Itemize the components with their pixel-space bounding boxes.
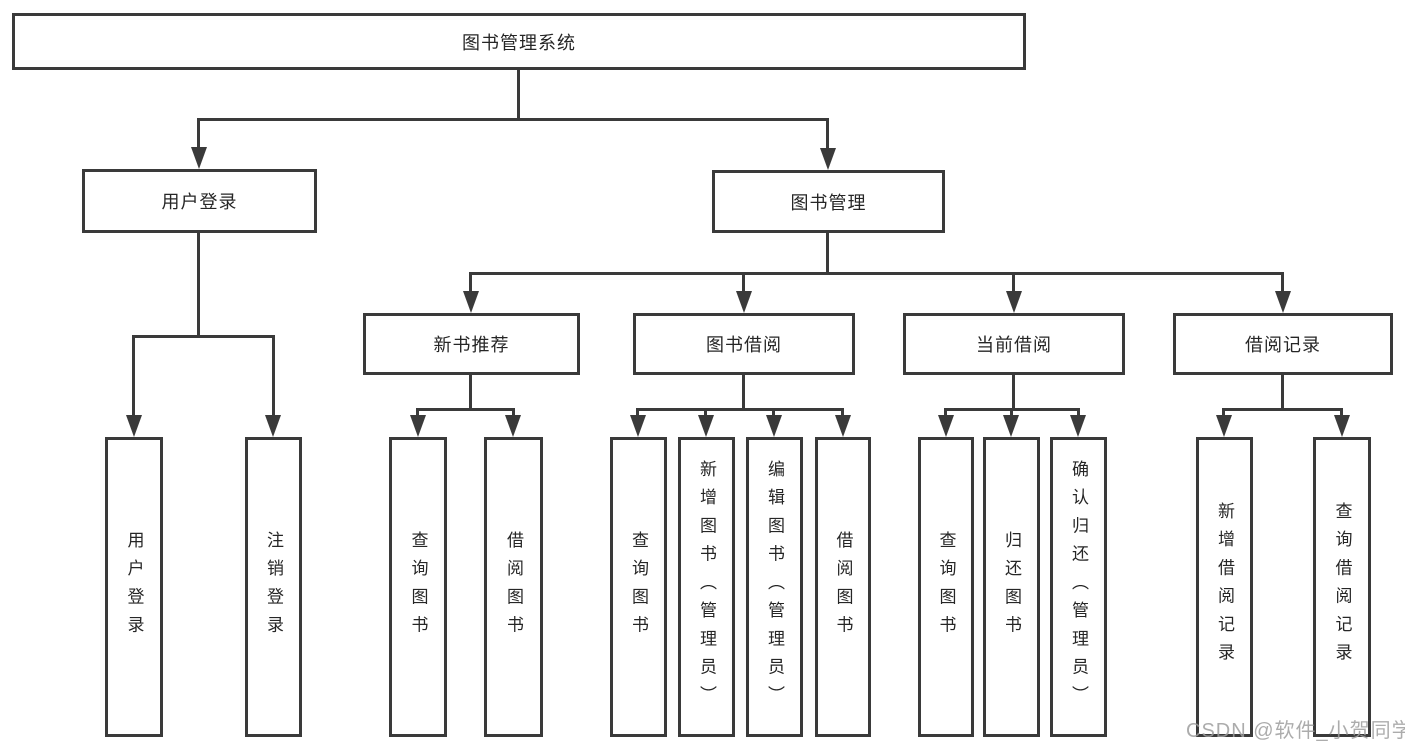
connector-line xyxy=(417,408,514,411)
arrow-down-icon xyxy=(1070,415,1086,437)
leaf-borrow-books: 借阅图书 xyxy=(815,437,871,737)
connector-line xyxy=(1010,408,1013,417)
leaf-query-books-current: 查询图书 xyxy=(918,437,974,737)
node-root-library-system: 图书管理系统 xyxy=(12,13,1026,70)
connector-line xyxy=(416,408,419,417)
connector-line xyxy=(1222,408,1225,417)
connector-line xyxy=(1223,408,1343,411)
connector-line xyxy=(1281,272,1284,292)
arrow-down-icon xyxy=(820,148,836,170)
connector-line xyxy=(199,118,829,121)
leaf-add-books-admin: 新增图书（管理员） xyxy=(678,437,735,737)
leaf-user-login: 用户登录 xyxy=(105,437,163,737)
connector-line xyxy=(826,233,829,272)
leaf-logout: 注销登录 xyxy=(245,437,302,737)
node-book-management: 图书管理 xyxy=(712,170,945,233)
arrow-down-icon xyxy=(835,415,851,437)
leaf-add-borrow-record: 新增借阅记录 xyxy=(1196,437,1253,737)
arrow-down-icon xyxy=(1334,415,1350,437)
connector-line xyxy=(471,272,1284,275)
arrow-down-icon xyxy=(191,147,207,169)
node-current-borrow: 当前借阅 xyxy=(903,313,1125,375)
connector-line xyxy=(1340,408,1343,417)
arrow-down-icon xyxy=(265,415,281,437)
connector-line xyxy=(826,118,829,149)
connector-line xyxy=(841,408,844,417)
leaf-edit-books-admin: 编辑图书（管理员） xyxy=(746,437,803,737)
arrow-down-icon xyxy=(410,415,426,437)
connector-line xyxy=(1012,272,1015,292)
arrow-down-icon xyxy=(1003,415,1019,437)
leaf-query-borrow-record: 查询借阅记录 xyxy=(1313,437,1371,737)
connector-line xyxy=(944,408,947,417)
leaf-query-books-recommend: 查询图书 xyxy=(389,437,447,737)
connector-line xyxy=(742,375,745,408)
arrow-down-icon xyxy=(1275,291,1291,313)
arrow-down-icon xyxy=(1006,291,1022,313)
connector-line xyxy=(742,272,745,292)
node-borrow-records: 借阅记录 xyxy=(1173,313,1393,375)
connector-line xyxy=(272,335,275,416)
arrow-down-icon xyxy=(1216,415,1232,437)
node-user-login: 用户登录 xyxy=(82,169,317,233)
arrow-down-icon xyxy=(736,291,752,313)
connector-line xyxy=(197,233,200,335)
node-new-book-recommend: 新书推荐 xyxy=(363,313,580,375)
arrow-down-icon xyxy=(938,415,954,437)
arrow-down-icon xyxy=(766,415,782,437)
connector-line xyxy=(772,408,775,417)
arrow-down-icon xyxy=(463,291,479,313)
connector-line xyxy=(512,408,515,417)
connector-line xyxy=(469,272,472,292)
connector-line xyxy=(517,70,520,118)
connector-line xyxy=(1012,375,1015,408)
connector-line xyxy=(133,335,274,338)
arrow-down-icon xyxy=(630,415,646,437)
leaf-borrow-books-recommend: 借阅图书 xyxy=(484,437,543,737)
leaf-confirm-return-admin: 确认归还（管理员） xyxy=(1050,437,1107,737)
connector-line xyxy=(132,335,135,416)
connector-line xyxy=(636,408,639,417)
arrow-down-icon xyxy=(126,415,142,437)
arrow-down-icon xyxy=(698,415,714,437)
connector-line xyxy=(197,118,200,148)
node-book-borrow: 图书借阅 xyxy=(633,313,855,375)
arrow-down-icon xyxy=(505,415,521,437)
leaf-return-books: 归还图书 xyxy=(983,437,1040,737)
connector-line xyxy=(469,375,472,408)
leaf-query-books-borrow: 查询图书 xyxy=(610,437,667,737)
connector-line xyxy=(637,408,844,411)
watermark: CSDN @软件_小贺同学 xyxy=(1186,720,1405,742)
connector-line xyxy=(1281,375,1284,408)
connector-line xyxy=(704,408,707,417)
connector-line xyxy=(1077,408,1080,417)
